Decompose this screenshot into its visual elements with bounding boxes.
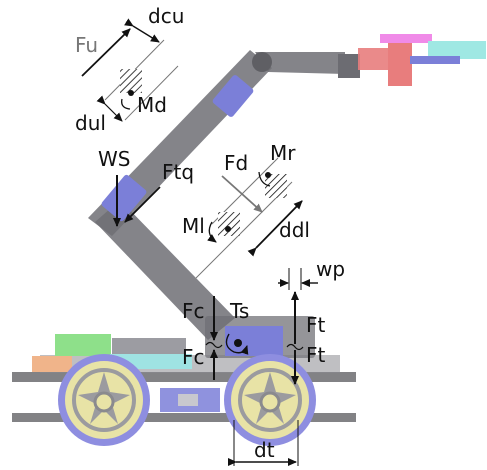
label-dul: dul	[75, 111, 106, 135]
Md-guide-line-2	[124, 65, 179, 121]
ddl-dimension	[247, 200, 303, 257]
Md-support-icon	[120, 69, 142, 93]
Ml-support-icon	[218, 212, 240, 236]
label-Ft-bottom: Ft	[306, 343, 326, 367]
block-grey	[112, 338, 186, 354]
Ml-dot-icon	[225, 226, 231, 232]
shoulder-joint	[101, 174, 147, 222]
Mr-dot-icon	[265, 172, 271, 178]
front-wheel	[58, 354, 150, 446]
label-Fc-top: Fc	[182, 299, 205, 323]
lower-arm-link	[95, 200, 235, 340]
gripper-pink	[380, 34, 432, 43]
label-Fu: Fu	[75, 33, 98, 57]
annotations: Fu dcu Md dul WS Ftq Fd Mr Ml	[75, 4, 345, 466]
chassis-rail-top	[12, 372, 356, 382]
elbow-motor	[212, 75, 254, 117]
label-WS: WS	[98, 147, 130, 171]
label-dt: dt	[254, 438, 275, 462]
Md-dot-icon	[128, 90, 134, 96]
wrist-motor	[338, 54, 360, 78]
label-dcu: dcu	[148, 4, 184, 28]
Mr-moment-icon	[258, 171, 271, 187]
block-orange	[32, 356, 72, 372]
axle-detail	[178, 394, 198, 406]
Ftq-arrow	[124, 186, 161, 223]
label-Ft-top: Ft	[306, 313, 326, 337]
gripper-body	[358, 48, 388, 70]
Ts-dot-icon	[234, 339, 242, 347]
gripper-cyan	[428, 41, 486, 59]
robot-illustration	[12, 34, 486, 446]
Ft-pivot-icon	[286, 343, 304, 351]
label-ddl: ddl	[279, 218, 310, 242]
Fc-pivot-icon	[205, 341, 223, 349]
Mr-support-icon	[265, 174, 287, 198]
label-Ml: Ml	[182, 214, 205, 238]
Ml-moment-icon	[207, 221, 217, 243]
Fu-arrow	[81, 28, 131, 77]
label-wp: wp	[316, 257, 345, 281]
elbow-hub	[252, 52, 272, 72]
Md-moment-icon	[121, 98, 131, 110]
label-Fd: Fd	[224, 151, 248, 175]
gripper-blue	[410, 56, 460, 64]
label-Md: Md	[137, 93, 167, 117]
label-Mr: Mr	[270, 141, 296, 165]
label-Ftq: Ftq	[162, 160, 194, 184]
gripper-red	[388, 42, 412, 86]
forearm-link	[255, 52, 345, 74]
dcu-dimension	[124, 18, 160, 43]
rear-wheel	[224, 354, 316, 446]
label-Fc-bottom: Fc	[182, 345, 205, 369]
dul-dimension	[96, 95, 123, 122]
Ts-moment-icon	[225, 333, 249, 355]
block-green	[55, 334, 111, 356]
label-Ts: Ts	[229, 299, 249, 323]
chassis-rail-bottom	[12, 413, 356, 422]
